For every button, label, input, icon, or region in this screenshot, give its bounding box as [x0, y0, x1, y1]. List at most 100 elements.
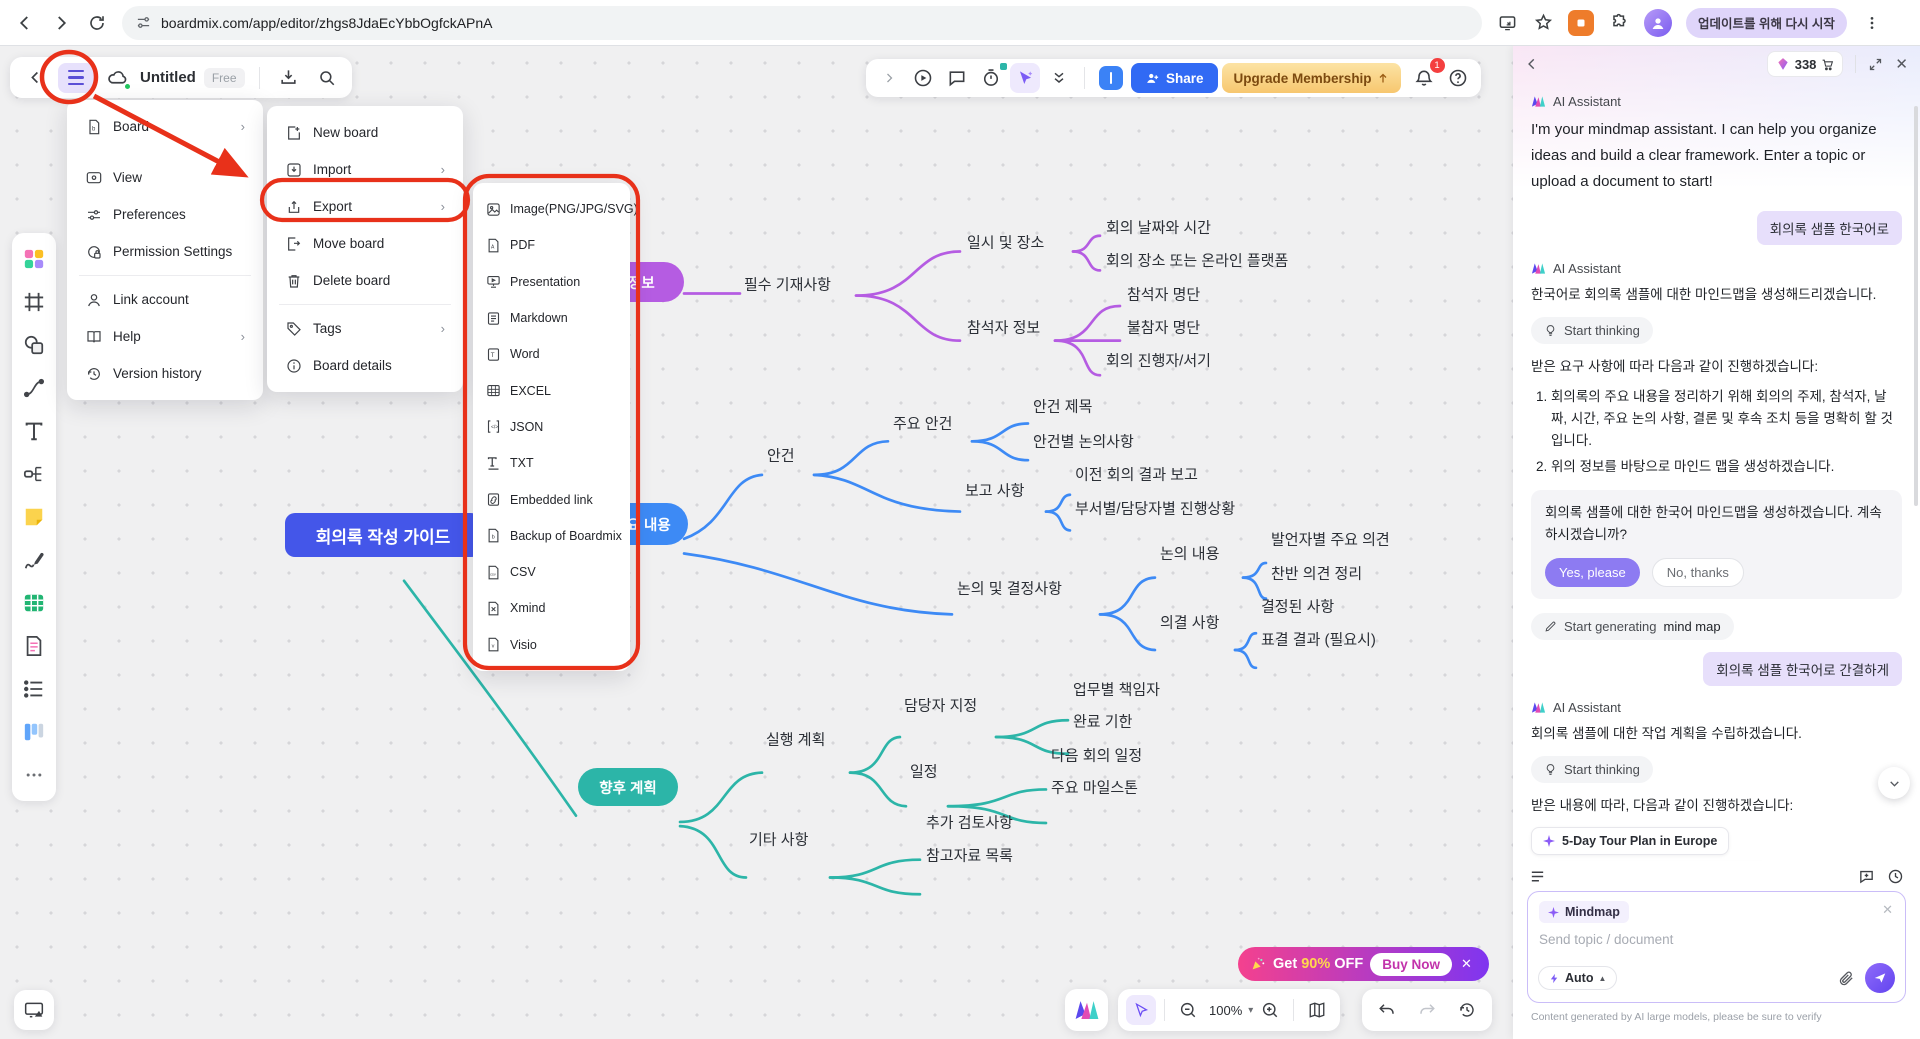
comment-icon[interactable]	[942, 63, 972, 93]
mindmap-label[interactable]: 필수 기재사항	[744, 276, 831, 294]
start-generating-pill[interactable]: Start generating mind map	[1531, 613, 1734, 640]
menu-item-move-board[interactable]: Move board	[275, 225, 455, 262]
menu-item-export[interactable]: Export›	[275, 188, 455, 225]
menu-item-preferences[interactable]: Preferences	[75, 196, 255, 233]
laser-pointer-icon[interactable]	[1010, 63, 1040, 93]
browser-forward-icon[interactable]	[50, 12, 72, 34]
no-thanks-button[interactable]: No, thanks	[1651, 558, 1744, 587]
start-thinking-pill[interactable]: Start thinking	[1531, 317, 1653, 344]
cart-icon[interactable]	[1821, 58, 1834, 71]
mindmap-label[interactable]: 일정	[910, 763, 938, 781]
mindmap-label[interactable]: 발언자별 주요 의견	[1271, 531, 1390, 549]
extensions-puzzle-icon[interactable]	[1608, 12, 1630, 34]
collapse-toolbar-icon[interactable]	[874, 63, 904, 93]
browser-reload-icon[interactable]	[86, 12, 108, 34]
site-settings-icon[interactable]	[136, 15, 151, 30]
mindmap-label[interactable]: 회의 진행자/서기	[1106, 352, 1211, 370]
suggestion-chip[interactable]: 5-Day Tour Plan in Europe	[1531, 827, 1730, 855]
mindmap-label[interactable]: 일시 및 장소	[967, 234, 1045, 252]
smart-doc-icon[interactable]	[20, 632, 48, 660]
more-tools-sidebar-icon[interactable]	[20, 761, 48, 789]
chat-list-icon[interactable]	[1529, 868, 1546, 885]
zoom-out-icon[interactable]	[1173, 995, 1203, 1025]
ai-credits-pill[interactable]: 338	[1766, 51, 1844, 77]
board-mode-button[interactable]	[14, 990, 54, 1030]
attach-file-icon[interactable]	[1838, 970, 1855, 987]
mindmap-label[interactable]: 주요 안건	[893, 415, 953, 433]
minimap-icon[interactable]	[1302, 995, 1332, 1025]
chat-scroll-area[interactable]: AI Assistant I'm your mindmap assistant.…	[1513, 86, 1920, 861]
mindmap-label[interactable]: 참고자료 목록	[926, 847, 1013, 865]
share-button[interactable]: Share	[1131, 63, 1218, 93]
timer-icon[interactable]	[976, 63, 1007, 93]
export-item-xmind[interactable]: Xmind	[479, 590, 624, 626]
start-thinking-pill[interactable]: Start thinking	[1531, 756, 1653, 783]
export-item-json[interactable]: </>JSON	[479, 409, 624, 445]
buy-now-button[interactable]: Buy Now	[1370, 952, 1453, 976]
mindmap-label[interactable]: 완료 기한	[1073, 713, 1133, 731]
send-button[interactable]	[1865, 963, 1895, 993]
app-logo-box[interactable]	[1065, 989, 1108, 1031]
zoom-in-icon[interactable]	[1255, 995, 1285, 1025]
mindmap-label[interactable]: 기타 사항	[749, 831, 809, 849]
templates-icon[interactable]	[20, 245, 48, 273]
pen-icon[interactable]	[20, 546, 48, 574]
version-restore-icon[interactable]	[1452, 995, 1482, 1025]
mindmap-root-node[interactable]: 회의록 작성 가이드	[285, 513, 481, 557]
shapes-icon[interactable]	[20, 331, 48, 359]
mindmap-label[interactable]: 결정된 사항	[1261, 598, 1335, 616]
zoom-level[interactable]: 100%	[1209, 1002, 1243, 1018]
present-play-icon[interactable]	[908, 63, 938, 93]
mindmap-label[interactable]: 부서별/담당자별 진행상황	[1075, 500, 1236, 518]
scroll-to-bottom-button[interactable]	[1878, 767, 1910, 799]
panel-scrollbar[interactable]	[1914, 106, 1918, 506]
mindmap-label[interactable]: 보고 사항	[965, 482, 1025, 500]
mindmap-label[interactable]: 업무별 책임자	[1073, 681, 1160, 699]
undo-icon[interactable]	[1372, 995, 1402, 1025]
menu-item-board-details[interactable]: Board details	[275, 347, 455, 384]
mindmap-label[interactable]: 의결 사항	[1160, 614, 1220, 632]
menu-item-tags[interactable]: Tags›	[275, 310, 455, 347]
profile-avatar[interactable]	[1644, 8, 1672, 37]
menu-item-version-history[interactable]: Version history	[75, 355, 255, 392]
chat-history-icon[interactable]	[1887, 868, 1904, 885]
mindmap-label[interactable]: 안건 제목	[1033, 398, 1093, 416]
help-icon[interactable]	[1443, 63, 1473, 93]
yes-please-button[interactable]: Yes, please	[1545, 558, 1640, 587]
upgrade-membership-button[interactable]: Upgrade Membership	[1221, 63, 1401, 93]
url-bar[interactable]: boardmix.com/app/editor/zhgs8JdaEcYbbOgf…	[122, 5, 1482, 40]
text-icon[interactable]	[20, 417, 48, 445]
url-text[interactable]: boardmix.com/app/editor/zhgs8JdaEcYbbOgf…	[161, 14, 493, 31]
mindmap-label[interactable]: 안건	[767, 447, 795, 465]
export-item-markdown[interactable]: Markdown	[479, 300, 624, 336]
mindmap-label[interactable]: 회의 장소 또는 온라인 플랫폼	[1106, 252, 1289, 270]
panel-close-icon[interactable]: ✕	[1895, 56, 1908, 73]
table-icon[interactable]	[20, 589, 48, 617]
topic-input[interactable]	[1539, 932, 1894, 947]
menu-item-link-account[interactable]: Link account	[75, 281, 255, 318]
board-title[interactable]: Untitled	[140, 69, 196, 86]
bookmark-star-icon[interactable]	[1532, 12, 1554, 34]
main-menu-button[interactable]	[58, 62, 94, 93]
browser-menu-icon[interactable]	[1861, 12, 1883, 34]
mindmap-future-node[interactable]: 향후 계획	[578, 768, 678, 806]
mindmap-label[interactable]: 불참자 명단	[1127, 319, 1201, 337]
menu-item-permission-settings[interactable]: Permission Settings	[75, 233, 255, 270]
export-item-embedded-link[interactable]: Embedded link	[479, 481, 624, 517]
ai-input-card[interactable]: Mindmap ✕ Auto ▲	[1527, 891, 1906, 1003]
mindmap-label[interactable]: 표결 결과 (필요시)	[1261, 631, 1376, 649]
model-mode-selector[interactable]: Auto ▲	[1538, 966, 1618, 990]
mindmap-label[interactable]: 논의 내용	[1160, 545, 1220, 563]
menu-item-import[interactable]: Import›	[275, 151, 455, 188]
mindmap-label[interactable]: 참석자 명단	[1127, 286, 1201, 304]
kanban-icon[interactable]	[20, 718, 48, 746]
mindmap-label[interactable]: 다음 회의 일정	[1051, 747, 1143, 765]
browser-back-icon[interactable]	[14, 12, 36, 34]
mindmap-label[interactable]: 실행 계획	[766, 731, 826, 749]
menu-item-delete-board[interactable]: Delete board	[275, 262, 455, 299]
back-to-home-icon[interactable]	[20, 63, 50, 93]
mindmap-mode-tag[interactable]: Mindmap	[1539, 901, 1629, 923]
mindmap-label[interactable]: 담당자 지정	[904, 697, 978, 715]
